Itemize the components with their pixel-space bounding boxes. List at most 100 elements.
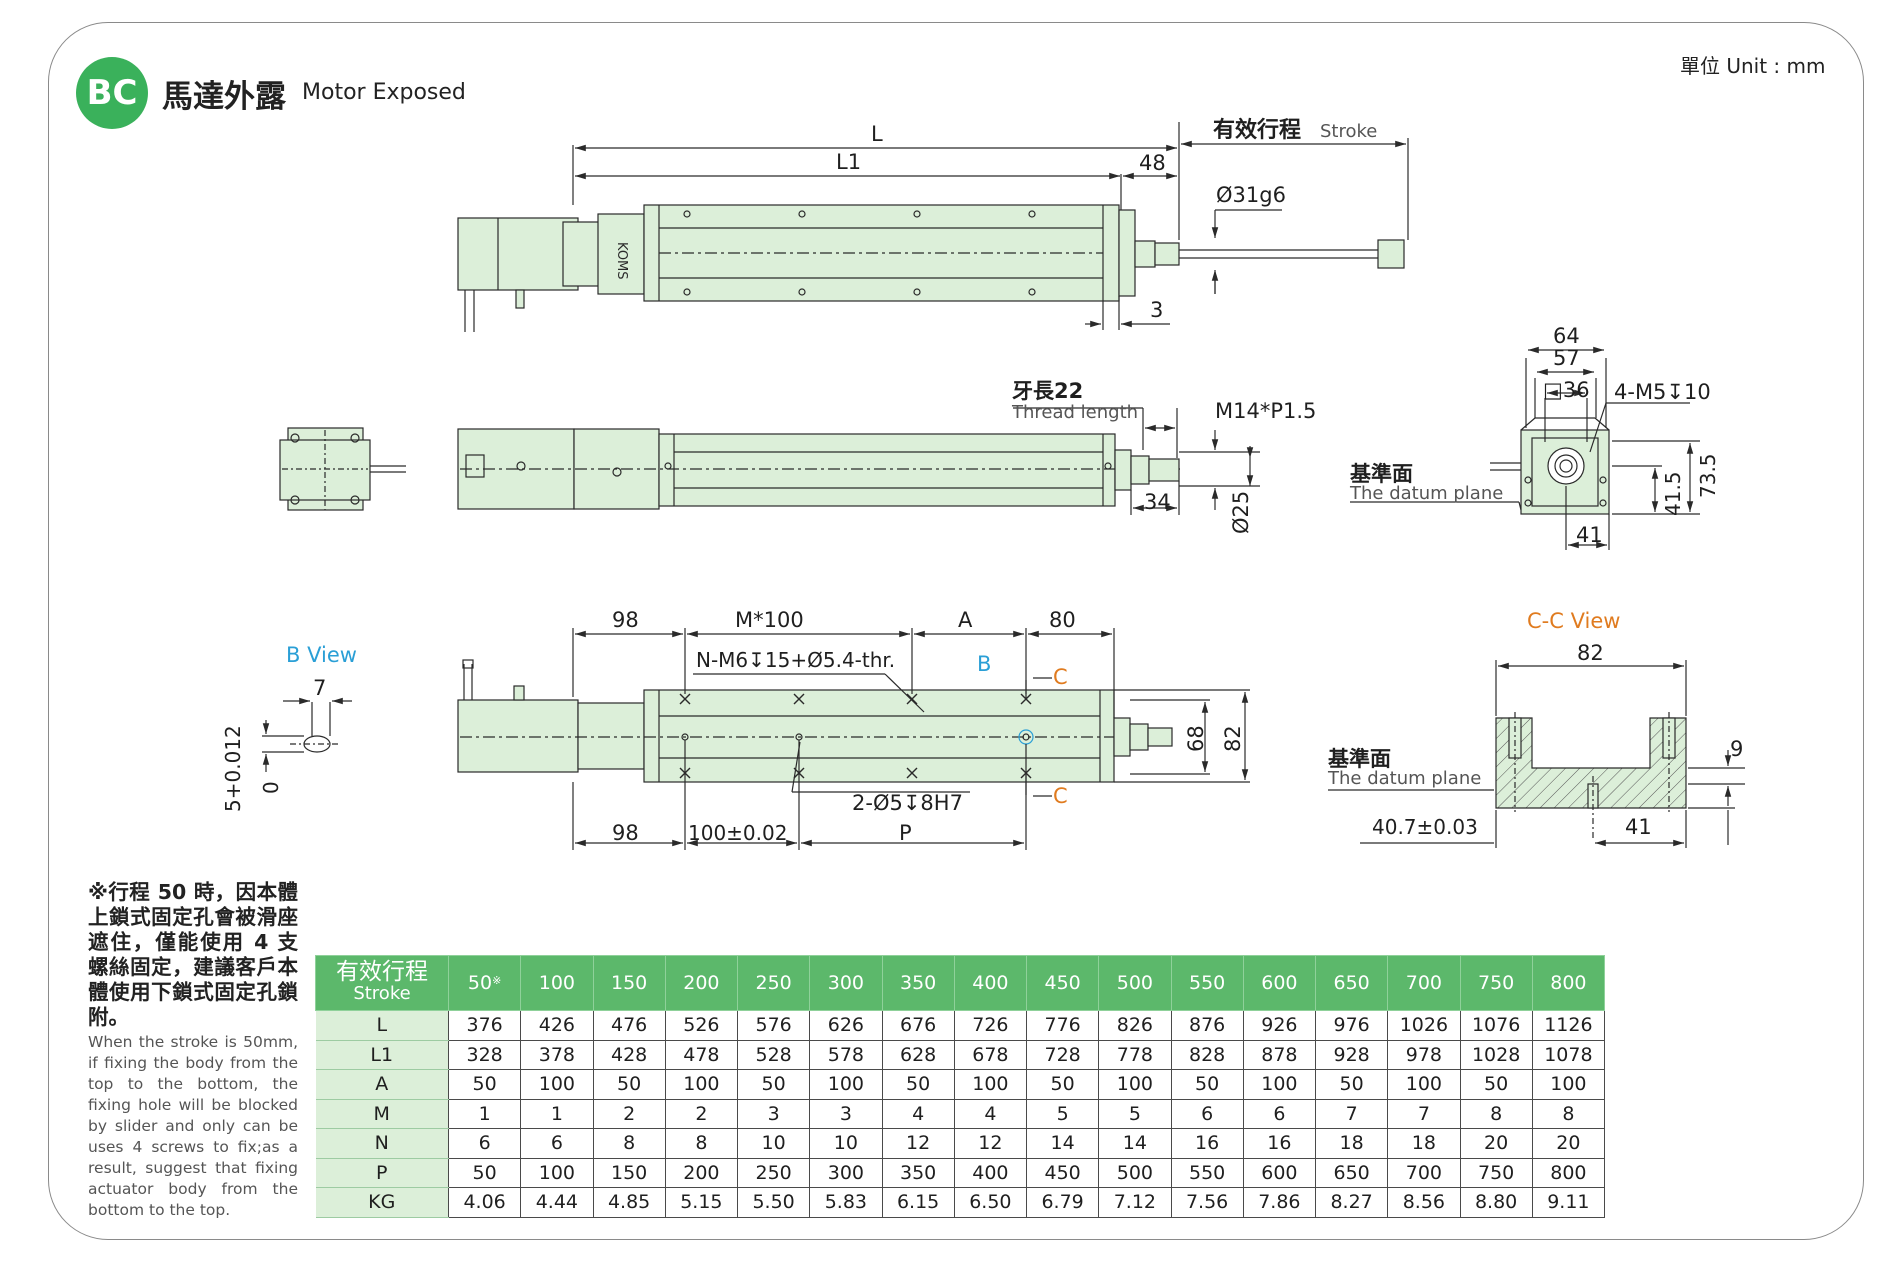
stroke-col-header: 700 bbox=[1387, 955, 1461, 1011]
table-cell: 6.79 bbox=[1025, 1187, 1100, 1218]
stroke-header-en: Stroke bbox=[353, 983, 411, 1004]
table-cell: 8 bbox=[1459, 1099, 1533, 1129]
table-cell: 100 bbox=[809, 1069, 883, 1100]
table-cell: 5 bbox=[1098, 1099, 1172, 1129]
table-cell: 5.50 bbox=[736, 1187, 811, 1218]
table-cell: 50 bbox=[1459, 1069, 1533, 1100]
dim-tolerance-5: 5+0.012 bbox=[221, 725, 245, 812]
dim-57: 57 bbox=[1553, 346, 1580, 370]
table-cell: 100 bbox=[1242, 1069, 1317, 1100]
table-cell: 4 bbox=[953, 1099, 1028, 1129]
stroke-note-en: When the stroke is 50mm, if fixing the b… bbox=[88, 1033, 298, 1219]
table-cell: 528 bbox=[736, 1040, 811, 1070]
dim-shaft-diameter: Ø31g6 bbox=[1216, 183, 1286, 207]
table-cell: 7 bbox=[1314, 1099, 1389, 1129]
table-cell: 50 bbox=[1025, 1069, 1100, 1100]
b-view-marker: B bbox=[977, 652, 991, 676]
table-cell: 50 bbox=[592, 1069, 666, 1100]
stroke-value: 150 bbox=[610, 972, 648, 994]
end-view bbox=[1350, 346, 1700, 550]
stroke-col-header: 200 bbox=[664, 955, 739, 1011]
dim-82-cc: 82 bbox=[1577, 641, 1604, 665]
table-cell: 8.56 bbox=[1387, 1187, 1461, 1218]
brand-mark: KOMS bbox=[614, 242, 629, 280]
dim-P: P bbox=[899, 821, 912, 845]
c-section-marker-bottom: C bbox=[1053, 784, 1068, 808]
table-cell: 14 bbox=[1098, 1128, 1172, 1159]
row-label: P bbox=[315, 1158, 449, 1188]
table-cell: 400 bbox=[953, 1158, 1028, 1188]
row-label: L1 bbox=[315, 1040, 449, 1070]
table-cell: 426 bbox=[520, 1010, 594, 1041]
stroke-value: 200 bbox=[683, 972, 720, 994]
dim-m100: M*100 bbox=[735, 608, 804, 632]
table-cell: 9.11 bbox=[1531, 1187, 1606, 1218]
stroke-value: 800 bbox=[1550, 972, 1587, 994]
table-cell: 500 bbox=[1098, 1158, 1172, 1188]
table-cell: 826 bbox=[1098, 1010, 1172, 1041]
table-cell: 650 bbox=[1314, 1158, 1389, 1188]
table-cell: 10 bbox=[736, 1128, 811, 1159]
dim-7: 7 bbox=[313, 676, 326, 700]
table-cell: 12 bbox=[953, 1128, 1028, 1159]
table-cell: 600 bbox=[1242, 1158, 1317, 1188]
table-cell: 628 bbox=[881, 1040, 955, 1070]
table-cell: 928 bbox=[1314, 1040, 1389, 1070]
table-cell: 5.15 bbox=[664, 1187, 739, 1218]
table-cell: 20 bbox=[1531, 1128, 1606, 1159]
stroke-col-header: 450 bbox=[1025, 955, 1100, 1011]
table-cell: 4 bbox=[881, 1099, 955, 1129]
table-cell: 350 bbox=[881, 1158, 955, 1188]
table-cell: 8 bbox=[1531, 1099, 1606, 1129]
dim-100-tolerance: 100±0.02 bbox=[688, 821, 787, 845]
row-label: A bbox=[315, 1069, 449, 1100]
stroke-value: 300 bbox=[827, 972, 864, 994]
stroke-col-header: 250 bbox=[736, 955, 811, 1011]
table-cell: 4.44 bbox=[520, 1187, 594, 1218]
stroke-value: 400 bbox=[972, 972, 1009, 994]
dim-9: 9 bbox=[1730, 737, 1743, 761]
hole-spec-label: N-M6↧15+Ø5.4-thr. bbox=[696, 648, 895, 672]
stroke-header: 有效行程 Stroke bbox=[315, 955, 449, 1011]
dim-L1: L1 bbox=[836, 150, 861, 174]
dim-34: 34 bbox=[1144, 490, 1171, 514]
table-cell: 100 bbox=[953, 1069, 1028, 1100]
stroke-value: 750 bbox=[1477, 972, 1515, 994]
section-title-en: Motor Exposed bbox=[302, 80, 466, 105]
dim-82: 82 bbox=[1221, 725, 1245, 752]
stroke-value: 600 bbox=[1261, 972, 1298, 994]
table-cell: 7.56 bbox=[1170, 1187, 1244, 1218]
dim-m5-holes: 4-M5↧10 bbox=[1614, 380, 1711, 404]
table-cell: 576 bbox=[736, 1010, 811, 1041]
table-cell: 1126 bbox=[1531, 1010, 1606, 1041]
table-cell: 6 bbox=[447, 1128, 522, 1159]
table-cell: 100 bbox=[1387, 1069, 1461, 1100]
stroke-col-header: 100 bbox=[520, 955, 594, 1011]
table-cell: 100 bbox=[1098, 1069, 1172, 1100]
table-cell: 16 bbox=[1242, 1128, 1317, 1159]
table-cell: 7.86 bbox=[1242, 1187, 1317, 1218]
datum-plane-cc-en: The datum plane bbox=[1327, 768, 1481, 789]
c-section-marker-top: C bbox=[1053, 665, 1068, 689]
table-cell: 6 bbox=[1170, 1099, 1244, 1129]
table-cell: 6 bbox=[520, 1128, 594, 1159]
dim-3: 3 bbox=[1150, 298, 1163, 322]
table-cell: 476 bbox=[592, 1010, 666, 1041]
table-cell: 800 bbox=[1531, 1158, 1606, 1188]
table-cell: 150 bbox=[592, 1158, 666, 1188]
table-cell: 976 bbox=[1314, 1010, 1389, 1041]
table-cell: 50 bbox=[447, 1158, 522, 1188]
table-cell: 2 bbox=[592, 1099, 666, 1129]
table-cell: 750 bbox=[1459, 1158, 1533, 1188]
dim-diameter-25: Ø25 bbox=[1229, 491, 1253, 534]
stroke-col-header: 550 bbox=[1170, 955, 1244, 1011]
table-cell: 50 bbox=[736, 1069, 811, 1100]
table-cell: 200 bbox=[664, 1158, 739, 1188]
top-view-actuator: KOMS bbox=[457, 204, 1405, 332]
table-cell: 8 bbox=[592, 1128, 666, 1159]
